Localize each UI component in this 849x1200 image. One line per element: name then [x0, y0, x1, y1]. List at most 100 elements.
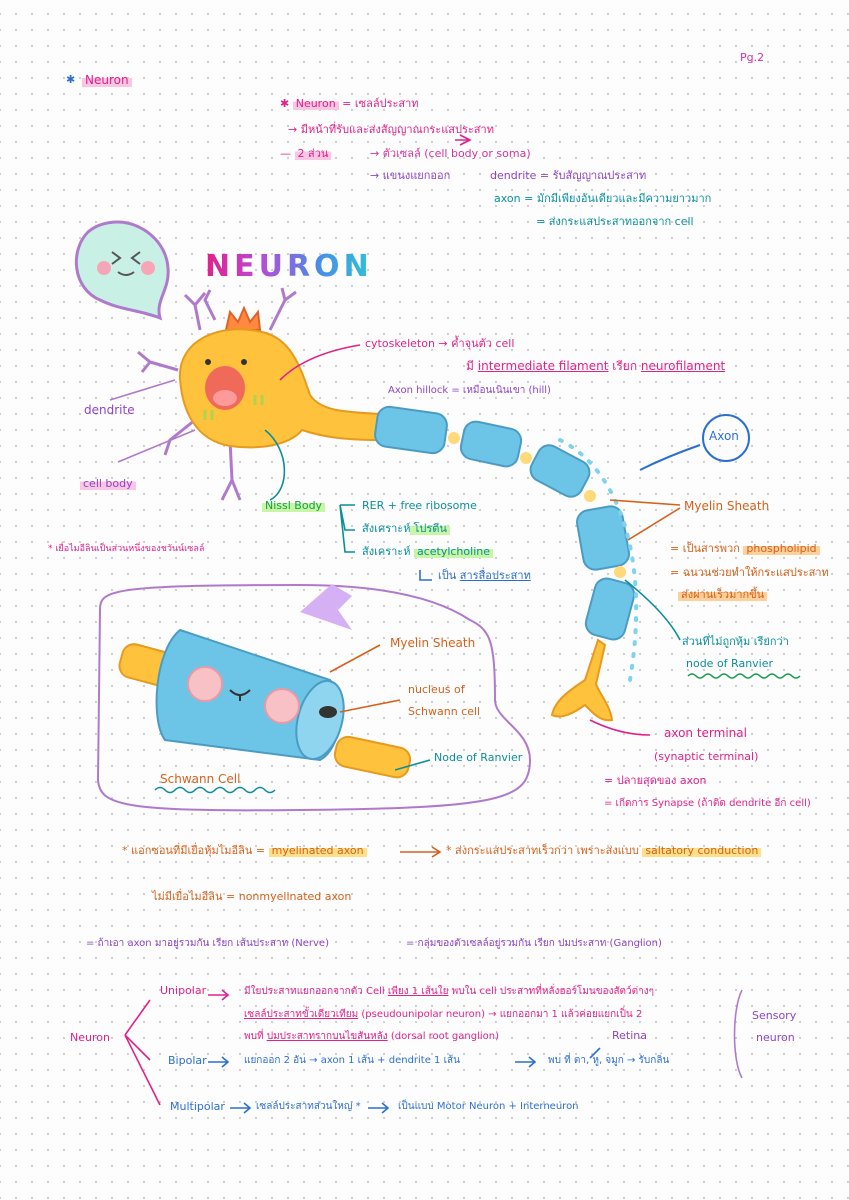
- cheek-icon: [97, 261, 111, 275]
- myelin-3: ส่งผ่านเร็วมากขึ้น: [678, 588, 768, 601]
- motion-dots: [558, 438, 639, 682]
- bipolar-desc: แยกออก 2 อัน → axon 1 เส้น + dendrite 1 …: [244, 1055, 460, 1066]
- cyto-desc-2-mid: เรียก: [612, 359, 638, 373]
- sensory-label: Sensory: [752, 1009, 797, 1022]
- axon-def: axon =: [494, 192, 534, 205]
- schwann-cell-label: Schwann Cell: [160, 772, 241, 786]
- definition-line: ✱ Neuron = เซลล์ประสาท: [280, 97, 419, 110]
- axon-desc-1: มักมีเพียงอันเดียวและมีความยาวมาก: [536, 192, 712, 205]
- axon-hillock: Axon hillock = เหมือนเนินเขา (hill): [388, 385, 551, 396]
- dendrite-def: dendrite: [490, 169, 537, 182]
- cheek-icon: [264, 688, 300, 724]
- retina-label: Retina: [612, 1029, 647, 1042]
- pseudounipolar: เซลล์ประสาทขั้วเดียวเทียม: [244, 1009, 359, 1020]
- cat-face-icon: [229, 689, 251, 701]
- axon-arrow: [639, 444, 701, 471]
- dendrite-desc: = รับสัญญาณประสาท: [539, 169, 647, 182]
- sensory-label-2: neuron: [756, 1031, 795, 1044]
- saltatory-conduction: saltatory conduction: [642, 844, 762, 857]
- nissl-3-pre: สังเคราะห์: [362, 545, 411, 558]
- axon-desc-2: = ส่งกระแสประสาทออกจาก cell: [536, 215, 694, 228]
- unipolar-label: Unipolar: [160, 984, 207, 997]
- myelin-segments: [374, 405, 636, 641]
- schwann-node-label: Node of Ranvier: [434, 751, 523, 764]
- uni-1-pre: มีใยประสาทแยกออกจากตัว Cell: [244, 986, 385, 997]
- cheek-icon: [187, 666, 223, 702]
- axon-terminal-label: axon terminal: [664, 726, 747, 740]
- nissl-4-pre: เป็น: [438, 569, 457, 582]
- schwann-frame: [96, 583, 532, 812]
- diagram-title: NEURON: [205, 249, 373, 284]
- uni-3-pre: พบที่: [244, 1031, 264, 1042]
- uni-1-post: พบใน cell ประสาทที่หลั่งฮอร์โมนของสัตว์ต…: [451, 986, 655, 997]
- multipolar-desc: เซลล์ประสาทส่วนใหญ่ *: [256, 1101, 361, 1112]
- schwann-nucleus: [319, 706, 337, 718]
- nonmyelinated-pre: ไม่มีเยื่อไมอีลิน =: [152, 890, 236, 903]
- cyto-desc-2-pre: มี: [466, 359, 474, 373]
- neuron-function: มีหน้าที่รับและส่งสัญญาณกระแสประสาท: [300, 123, 494, 136]
- cell-body-def: ตัวเซลล์ (cell body or soma): [382, 147, 531, 160]
- neuron-meaning: = เซลล์ประสาท: [342, 97, 419, 110]
- dorsal-root-ganglion: ปมประสาทรากบนไขสันหลัง: [266, 1031, 388, 1042]
- nissl-1: RER + free ribosome: [362, 499, 477, 512]
- star-icon: ✱: [66, 73, 76, 86]
- nissl-4: สารสื่อประสาท: [459, 569, 531, 582]
- node-desc-1: ส่วนที่ไม่ถูกหุ้ม เรียกว่า: [682, 635, 789, 648]
- uni-1-hl: เพียง 1 เส้นใย: [387, 986, 449, 997]
- cheek-icon: [141, 261, 155, 275]
- multipolar-label: Multipolar: [170, 1100, 225, 1113]
- intermediate-filament: intermediate filament: [477, 359, 609, 373]
- ganglion-def: = กลุ่มของตัวเซลล์อยู่รวมกัน เรียก ปมประ…: [406, 938, 662, 949]
- axon-core-right: [333, 735, 412, 779]
- crown-icon: [224, 305, 262, 331]
- classification-neuron: Neuron: [70, 1031, 110, 1044]
- side-note: * เยื่อไมอีลินเป็นส่วนหนึ่งของชวันน์เซลล…: [48, 544, 205, 554]
- phospholipid: phospholipid: [743, 542, 820, 555]
- synaptic-terminal-label: (synaptic terminal): [654, 750, 759, 763]
- tongue-icon: [213, 390, 237, 406]
- nonmyelinated-axon: nonmyelinated axon: [238, 890, 352, 903]
- nissl-marks: [203, 395, 264, 420]
- page-number: Pg.2: [740, 51, 765, 64]
- nissl-body-label: Nissl Body: [262, 499, 326, 512]
- bipolar-found: พบ ที่ ตา, หู, จมูก → รับกลิ่น: [548, 1055, 670, 1066]
- bipolar-label: Bipolar: [168, 1054, 207, 1067]
- neurofilament: neurofilament: [640, 359, 726, 373]
- zoom-wedge-icon: [300, 584, 352, 630]
- schwann-label-wave: [154, 786, 276, 794]
- node-of-ranvier: node of Ranvier: [686, 657, 774, 670]
- myelinated-post: * ส่งกระแสประสาทเร็วกว่า เพราะส่งแบบ: [446, 844, 639, 857]
- myelinated-axon: myelinated axon: [268, 844, 367, 857]
- cell-body-label: cell body: [80, 477, 136, 490]
- nerve-def: = ถ้าเอา axon มาอยู่รวมกัน เรียก เส้นประ…: [86, 938, 329, 949]
- cyto-desc-1: ค้ำจุนตัว cell: [451, 337, 515, 350]
- neuron-label: Neuron: [292, 97, 339, 110]
- uni-2-post: (pseudounipolar neuron) → แยกออกมา 1 แล้…: [361, 1009, 643, 1020]
- nissl-2: โปรตีน: [410, 522, 450, 535]
- schwann-cylinder-end: [295, 679, 345, 761]
- dendrite-label: dendrite: [84, 403, 135, 417]
- schwann-pointers: [329, 644, 431, 771]
- branches-def: แขนงแยกออก: [382, 169, 451, 182]
- smile-face-icon: [111, 251, 141, 276]
- section-arrows: [124, 846, 743, 1114]
- axon-circle: [702, 414, 750, 462]
- multipolar-types: เป็นแบบ Motor Neuron + Interneuron: [398, 1101, 579, 1112]
- schwann-nucleus-label-2: Schwann cell: [408, 705, 481, 718]
- myelin-sheath-label: Myelin Sheath: [684, 499, 770, 513]
- schwann-myelin-label: Myelin Sheath: [390, 636, 476, 650]
- nissl-2-pre: สังเคราะห์: [362, 522, 411, 535]
- speech-bubble-icon: [74, 220, 170, 321]
- axon-terminal-shape: [550, 638, 614, 722]
- eye-icon: [205, 359, 211, 365]
- schwann-nucleus-label: nucleus of: [408, 683, 465, 696]
- two-parts: 2 ส่วน: [294, 147, 332, 160]
- uni-3-post: (dorsal root ganglion): [390, 1031, 499, 1042]
- terminal-desc-2: = เกิดการ Synapse (ถ้าติด dendrite อีก c…: [604, 798, 811, 809]
- myelinated-pre: * แอกซอนที่มีเยื่อหุ้มไมอีลิน =: [122, 844, 266, 857]
- cytoskeleton-label: cytoskeleton: [365, 337, 435, 350]
- node-label-wave: [687, 673, 801, 679]
- eye-icon: [241, 359, 247, 365]
- terminal-desc-1: = ปลายสุดของ axon: [604, 774, 707, 787]
